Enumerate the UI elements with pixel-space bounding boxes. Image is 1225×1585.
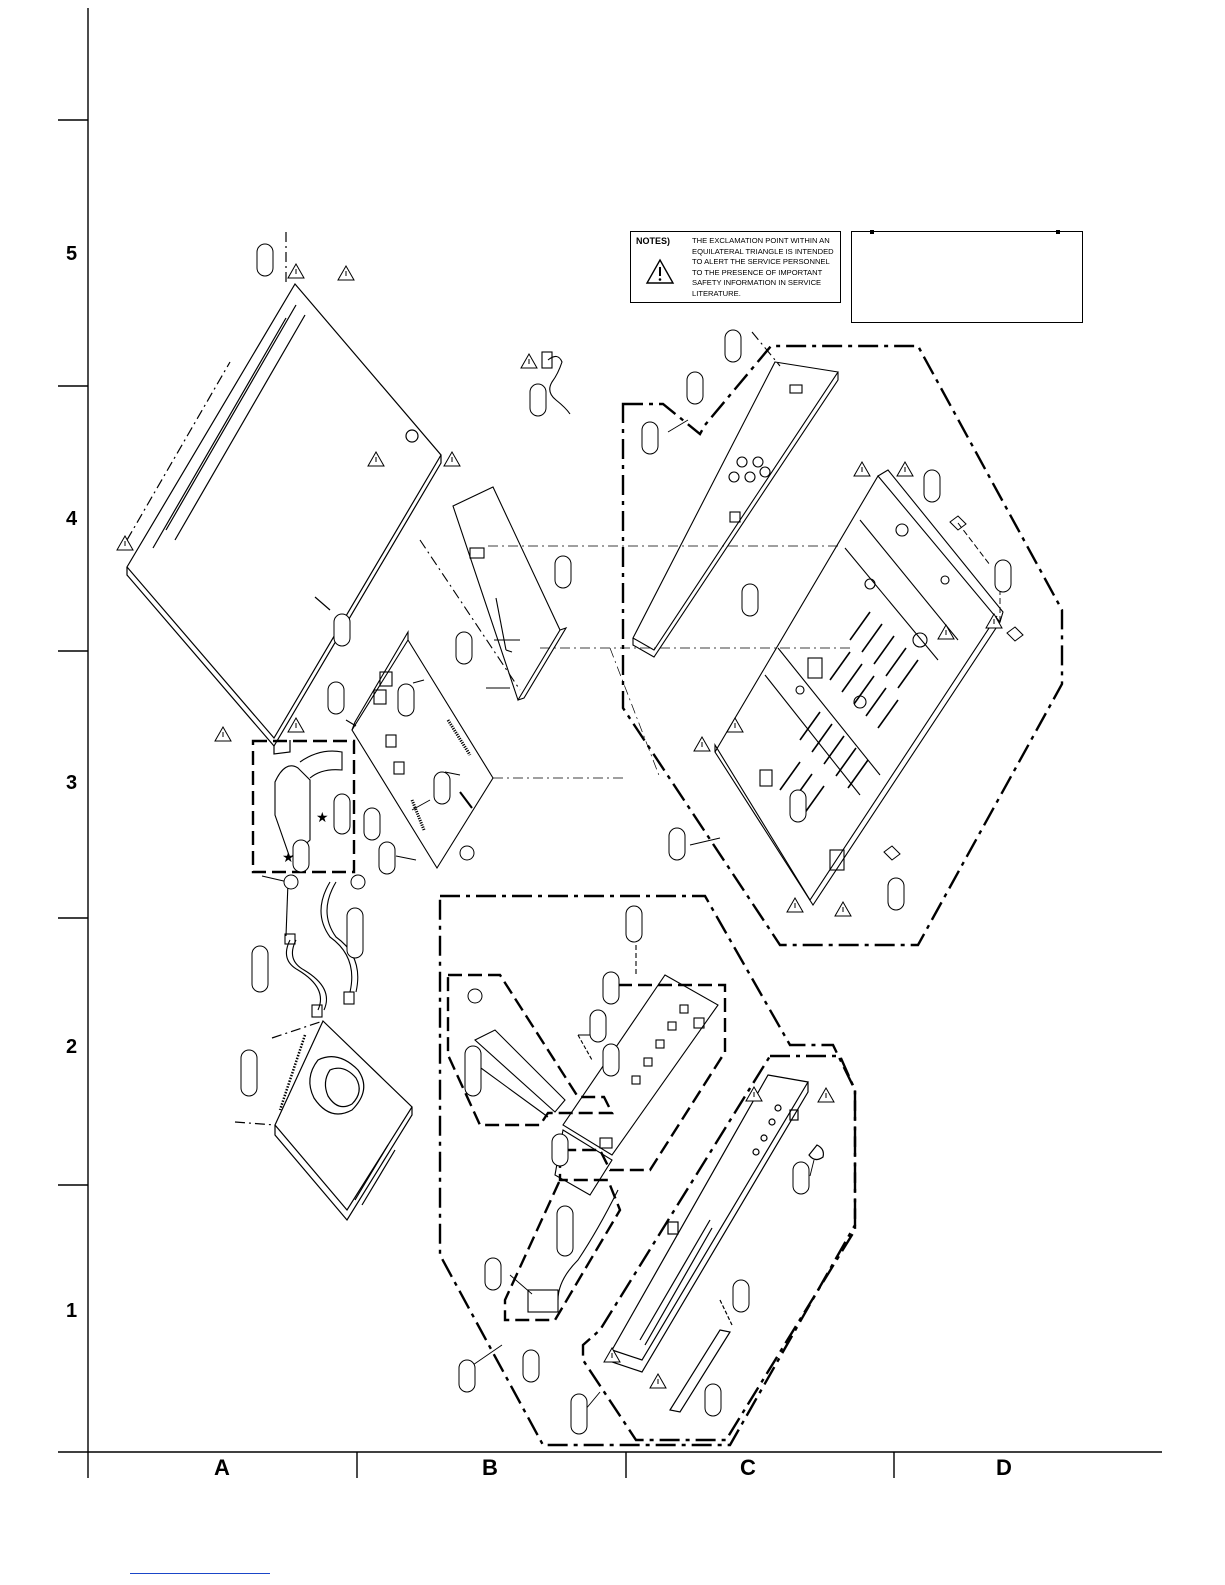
corner-mark-right — [1056, 230, 1060, 234]
callout-circle-3 — [460, 846, 474, 860]
sub-outline-front — [583, 1056, 855, 1440]
bracket-parts — [275, 751, 342, 858]
main-pcb — [346, 632, 660, 868]
safety-marks-cover — [117, 264, 460, 741]
sub-board-bracket — [420, 487, 850, 700]
cables — [262, 876, 358, 1017]
callout-circle-1 — [284, 875, 298, 889]
callout-circle-4 — [468, 989, 482, 1003]
ribbon-cable — [470, 1030, 565, 1117]
safety-notes-box: NOTES) THE EXCLAMATION POINT WITHIN AN E… — [630, 231, 841, 303]
notes-title: NOTES) — [636, 236, 670, 246]
notes-text: THE EXCLAMATION POINT WITHIN AN EQUILATE… — [692, 236, 838, 300]
safety-marks-front — [604, 1087, 834, 1388]
footer-link-underline[interactable] — [130, 1573, 270, 1574]
top-cover — [127, 232, 441, 754]
part-callouts — [241, 244, 1011, 1434]
front-control-board — [528, 945, 718, 1312]
assembly-outline-upper — [623, 346, 1062, 945]
front-bezel — [612, 1075, 823, 1412]
corner-mark-left — [870, 230, 874, 234]
drive-unit — [235, 1021, 412, 1220]
frame — [58, 8, 1162, 1478]
star-mark-1: ★ — [316, 810, 329, 826]
callout-circle-2 — [351, 875, 365, 889]
chassis — [715, 470, 1003, 905]
blank-label-box — [851, 231, 1083, 323]
front-panel-upper — [633, 332, 838, 657]
warning-triangle-icon — [645, 258, 675, 285]
